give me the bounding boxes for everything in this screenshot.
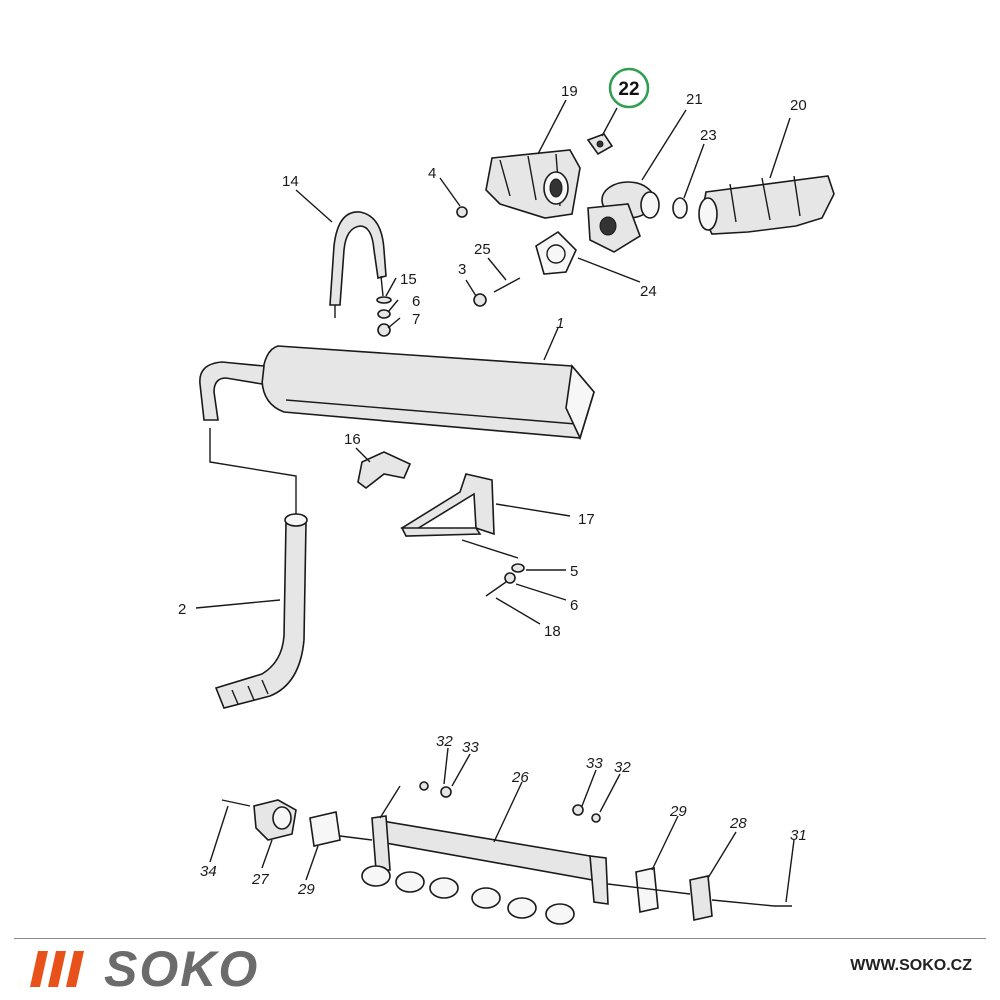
label-19: 19 (561, 83, 578, 100)
part-18-bolt (485, 581, 507, 597)
label-15: 15 (400, 271, 417, 288)
label-4: 4 (428, 165, 436, 182)
label-21: 21 (686, 91, 703, 108)
part-14-strap (329, 211, 387, 318)
part-2-exhaust-pipe (214, 513, 308, 709)
label-23: 23 (700, 127, 717, 144)
part-19-exhaust-manifold (485, 149, 581, 219)
part-7-nut (377, 323, 391, 337)
label-25: 25 (474, 241, 491, 258)
label-2: 2 (178, 601, 186, 618)
brand-name: SOKO (104, 941, 260, 997)
part-21-turbo-housing (587, 181, 660, 253)
label-32-left: 32 (436, 733, 453, 750)
part-15-washer (376, 296, 392, 304)
label-34: 34 (200, 863, 217, 880)
label-5: 5 (570, 563, 578, 580)
exploded-view-drawing: 22 19 21 20 23 4 14 25 3 24 15 6 7 1 16 … (178, 67, 835, 925)
leader-lines (195, 99, 795, 907)
part-5-washer (511, 563, 525, 573)
part-20-exhaust-manifold (698, 175, 835, 235)
website-link[interactable]: WWW.SOKO.CZ (850, 957, 972, 974)
label-31: 31 (790, 827, 807, 844)
part-1-muffler (199, 345, 595, 441)
label-16: 16 (344, 431, 361, 448)
highlighted-part-label: 22 (618, 79, 639, 100)
part-22-small-gasket (586, 133, 614, 156)
part-33-nut-right (572, 804, 584, 816)
part-27-flange (253, 799, 297, 841)
label-28: 28 (729, 815, 747, 832)
label-32-right: 32 (614, 759, 631, 776)
part-34-bolt (221, 799, 251, 807)
label-33-left: 33 (462, 739, 479, 756)
part-33-nut-left (440, 786, 452, 798)
label-17: 17 (578, 511, 595, 528)
footer-divider (14, 938, 986, 939)
part-3-nut (473, 293, 487, 307)
label-33-right: 33 (586, 755, 603, 772)
label-3: 3 (458, 261, 466, 278)
label-27: 27 (251, 871, 269, 888)
part-28-cover (689, 875, 713, 921)
soko-logo-icon (30, 951, 84, 987)
label-14: 14 (282, 173, 299, 190)
label-6-lower: 6 (570, 597, 578, 614)
label-18: 18 (544, 623, 561, 640)
part-29-gasket-right (635, 867, 659, 913)
label-7: 7 (412, 311, 420, 328)
part-labels: 19 21 20 23 4 14 25 3 24 15 6 7 1 16 17 … (178, 83, 807, 898)
highlight-circle (608, 67, 650, 109)
label-29-left: 29 (297, 881, 315, 898)
part-24-gasket (535, 230, 577, 275)
page-footer: SOKO WWW.SOKO.CZ (0, 935, 1000, 1000)
label-24: 24 (640, 283, 657, 300)
part-32-washer-right (591, 813, 601, 823)
part-23-ring (672, 197, 688, 219)
part-16-clamp (357, 451, 412, 490)
label-1: 1 (556, 315, 564, 332)
label-29-right: 29 (669, 803, 687, 820)
part-6-washer (377, 309, 391, 319)
part-25-stud (493, 277, 521, 293)
part-32-washer-left (419, 781, 429, 791)
part-6-lockwasher (504, 572, 516, 584)
part-4-nut (456, 206, 468, 218)
label-20: 20 (790, 97, 807, 114)
part-17-bracket (400, 473, 495, 537)
label-26: 26 (511, 769, 529, 786)
exhaust-parts-diagram: 22 19 21 20 23 4 14 25 3 24 15 6 7 1 16 … (178, 67, 835, 925)
part-29-gasket-left (309, 811, 341, 847)
part-26-manifold (361, 815, 609, 925)
label-6-upper: 6 (412, 293, 420, 310)
